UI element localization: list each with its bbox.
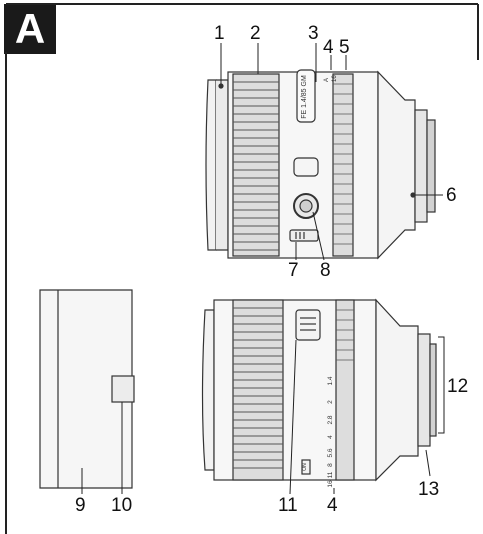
- ring-mark-a: A: [324, 78, 330, 82]
- aperture-mark: 2.8: [327, 415, 334, 424]
- ring-mark-16: 16: [332, 75, 338, 82]
- callout-1: 1: [214, 23, 225, 44]
- callout-4: 4: [323, 37, 334, 58]
- top-leader-lines: [220, 43, 443, 261]
- aperture-mark: 11: [327, 471, 334, 478]
- lens-side-view-bottom: [201, 298, 437, 482]
- cap-leader-lines: [81, 402, 123, 494]
- section-badge: A: [4, 4, 56, 54]
- callout-12: 12: [447, 376, 469, 397]
- aperture-scale: 1.4 2 2.8 4 5.6 8 11 16 ON: [302, 376, 334, 488]
- bottom-leader-lines: [289, 339, 431, 495]
- callout-4-bottom: 4: [327, 495, 338, 516]
- callout-7: 7: [288, 260, 299, 281]
- aperture-mark: 16: [327, 480, 334, 488]
- model-engraving: FE 1.4/85 GM: [301, 75, 308, 119]
- callout-11: 11: [278, 495, 298, 516]
- mount-bracket: [438, 336, 445, 434]
- aperture-mark: 1.4: [327, 376, 334, 385]
- callout-5: 5: [339, 37, 350, 58]
- lens-cap: [39, 289, 135, 489]
- aperture-mark: 5.6: [327, 448, 334, 457]
- callout-2: 2: [250, 23, 261, 44]
- callout-8: 8: [320, 260, 331, 281]
- aperture-mark: 4: [327, 435, 334, 439]
- callout-3: 3: [308, 23, 319, 44]
- callout-10: 10: [111, 495, 133, 516]
- aperture-mark: 2: [327, 400, 334, 404]
- aperture-mark: 8: [327, 463, 334, 467]
- callout-9: 9: [75, 495, 86, 516]
- callout-6: 6: [446, 185, 457, 206]
- switch-mark: ON: [302, 463, 308, 471]
- lens-side-view-top: [205, 69, 436, 260]
- focus-ring-ribs: [233, 81, 279, 251]
- callout-13: 13: [418, 479, 440, 500]
